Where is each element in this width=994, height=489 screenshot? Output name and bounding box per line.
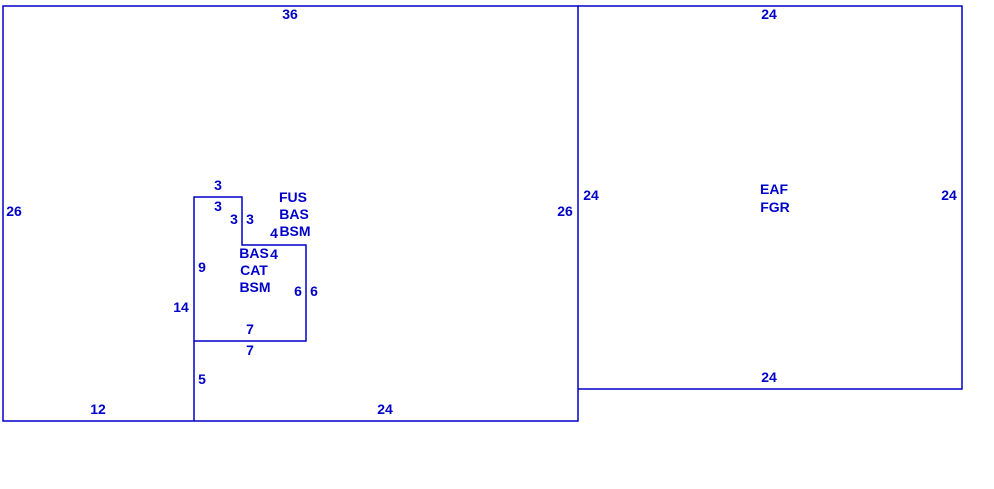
inner-top-inner-dimension: 3 [214,198,222,214]
main-area-code-1: FUS [279,189,307,205]
main-left-dimension: 26 [6,203,22,219]
garage-right-dimension: 24 [941,187,957,203]
inner-area-code-1: BAS [239,245,269,261]
inner-notch-right-dimension: 3 [246,211,254,227]
main-area-code-2: BAS [279,206,309,222]
inner-bottom-inner-dimension: 7 [246,321,254,337]
garage-area-code-1: EAF [760,181,788,197]
inner-area-code-3: BSM [239,279,270,295]
main-bottom-right-dimension: 24 [377,401,393,417]
garage-area-outline [578,5,963,390]
inner-bottom-outer-dimension: 7 [246,342,254,358]
main-top-dimension: 36 [282,6,298,22]
main-right-dimension: 26 [557,203,573,219]
garage-left-dimension: 24 [583,187,599,203]
main-area-outline [2,5,579,422]
inner-right-outer-dimension: 6 [310,283,318,299]
garage-area-code-2: FGR [760,199,790,215]
inner-area-code-2: CAT [240,262,268,278]
inner-left-dimension: 9 [198,259,206,275]
divider-lower-dimension: 5 [198,371,206,387]
main-left-lower-dimension: 14 [173,299,189,315]
inner-right-inner-dimension: 6 [294,283,302,299]
garage-top-dimension: 24 [761,6,777,22]
inner-notch-left-dimension: 3 [230,211,238,227]
inner-step-inner-dimension: 4 [270,246,278,262]
inner-top-outer-dimension: 3 [214,177,222,193]
main-area-code-3: BSM [279,223,310,239]
inner-step-outer-dimension: 4 [270,225,278,241]
main-bottom-left-dimension: 12 [90,401,106,417]
garage-bottom-dimension: 24 [761,369,777,385]
